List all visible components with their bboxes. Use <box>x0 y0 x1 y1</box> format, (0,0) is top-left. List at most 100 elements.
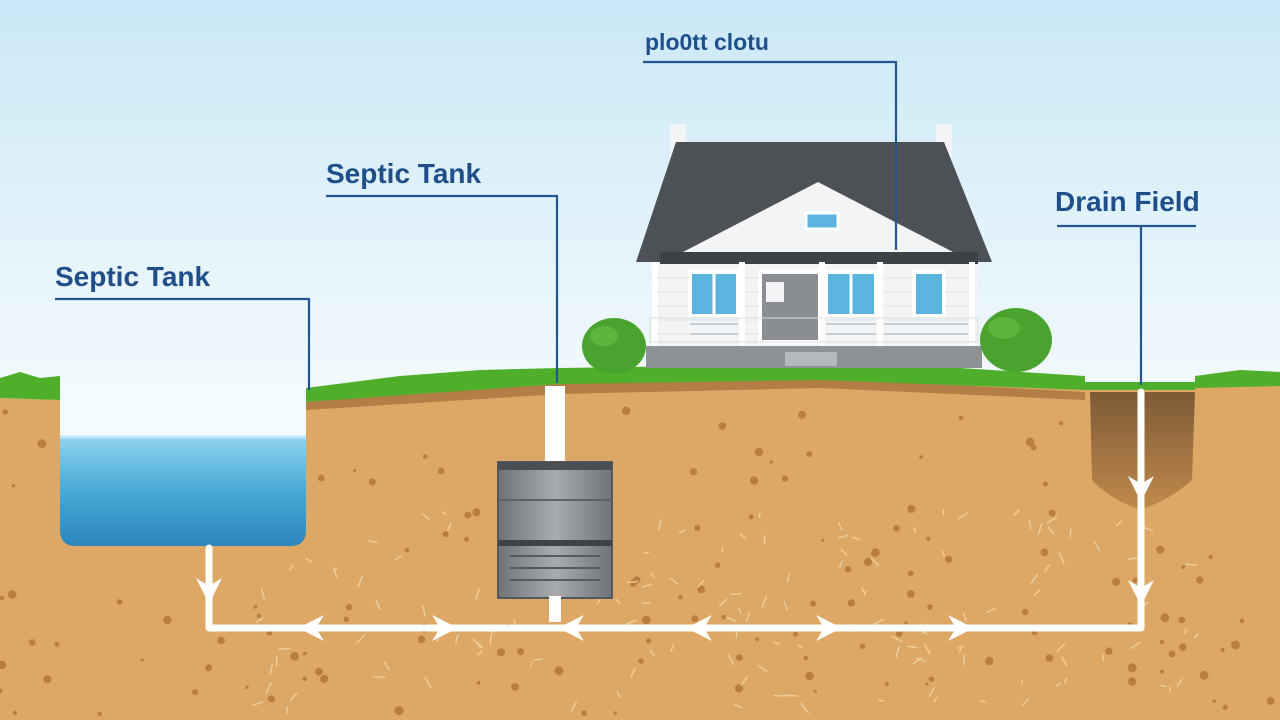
soil-speckle <box>806 451 813 457</box>
soil-speckle <box>925 682 929 686</box>
root-fiber <box>738 607 742 614</box>
soil-speckle <box>1168 650 1176 658</box>
label-septic-tank-left: Septic Tank <box>55 261 211 292</box>
soil-speckle <box>1179 643 1187 651</box>
soil-speckle <box>11 484 16 488</box>
chevron-arrow-icon <box>432 615 458 641</box>
chevron-arrow-icon <box>298 615 324 641</box>
soil-speckle <box>581 710 587 716</box>
soil-speckle <box>476 680 481 685</box>
flow-arrows <box>196 476 1154 641</box>
root-fiber <box>375 599 381 610</box>
soil-speckle <box>1160 613 1170 623</box>
root-fiber <box>740 676 748 686</box>
root-fiber <box>1033 589 1041 596</box>
root-fiber <box>783 601 788 611</box>
root-fiber <box>1055 682 1062 687</box>
soil-speckle <box>554 666 564 676</box>
soil-speckle <box>1196 576 1204 584</box>
root-fiber <box>839 560 843 569</box>
root-fiber <box>1115 520 1123 527</box>
root-fiber <box>475 588 480 600</box>
root-fiber <box>928 687 935 697</box>
soil-speckle <box>317 474 325 482</box>
label-drain-field: Drain Field <box>1055 186 1200 217</box>
root-fiber <box>786 572 791 583</box>
soil-speckle <box>315 667 323 676</box>
soil-speckle <box>496 648 506 657</box>
soil-speckle <box>691 615 699 623</box>
soil-speckle <box>798 411 806 419</box>
soil-speckle <box>0 688 3 694</box>
soil-speckle <box>1112 577 1121 586</box>
chevron-arrow-icon <box>558 615 584 641</box>
soil-speckle <box>1159 669 1165 674</box>
soil-speckle <box>303 651 307 656</box>
soil-speckle <box>1156 545 1165 554</box>
soil-speckle <box>1181 565 1186 569</box>
soil-speckle <box>718 422 727 430</box>
root-fiber <box>530 661 533 667</box>
root-fiber <box>957 645 964 650</box>
soil-speckle <box>734 684 744 693</box>
root-fiber <box>726 617 737 622</box>
soil-speckle <box>694 525 701 531</box>
pond-water <box>60 437 306 546</box>
root-fiber <box>615 598 621 604</box>
grass-strips <box>0 366 1280 402</box>
soil-speckle <box>678 595 683 600</box>
septic-tank <box>497 386 613 622</box>
soil-speckle <box>613 711 617 715</box>
soil-speckle <box>302 676 307 682</box>
root-fiber <box>962 612 968 622</box>
root-fiber <box>1129 641 1141 650</box>
soil-speckle <box>343 616 350 623</box>
root-fiber <box>333 567 338 573</box>
root-fiber <box>872 618 885 625</box>
root-fiber <box>1046 516 1058 524</box>
root-fiber <box>255 617 264 624</box>
soil-speckle <box>1128 677 1137 686</box>
root-fiber <box>1013 509 1020 517</box>
root-fiber <box>785 694 798 697</box>
soil-speckle <box>1105 647 1113 655</box>
soil-speckle <box>394 706 404 716</box>
soil-speckle <box>926 536 931 542</box>
root-fiber <box>289 564 294 571</box>
soil-speckle <box>192 689 199 696</box>
soil-speckle <box>945 555 953 563</box>
soil-speckle <box>919 455 924 459</box>
soil-speckle <box>245 685 249 689</box>
root-fiber <box>739 533 747 539</box>
root-fiber <box>838 522 843 532</box>
root-fiber <box>357 576 364 588</box>
root-fiber <box>895 645 900 658</box>
soil-speckle <box>821 538 825 543</box>
root-fiber <box>261 588 265 601</box>
soil-speckle <box>906 590 915 598</box>
soil-speckle <box>140 658 144 662</box>
root-fiber <box>394 555 402 561</box>
root-fiber <box>269 663 273 675</box>
soil-speckle <box>864 557 873 567</box>
soil-speckles <box>0 406 1275 716</box>
soil-speckle <box>859 643 866 649</box>
soil-speckle <box>755 637 760 641</box>
root-fiber <box>1061 656 1068 667</box>
soil-speckle <box>472 508 481 517</box>
soil-speckle <box>985 656 994 666</box>
soil-speckle <box>1159 639 1165 645</box>
soil-speckle <box>884 681 889 686</box>
soil-speckle <box>54 641 60 647</box>
root-fiber <box>616 690 621 699</box>
house <box>636 124 992 368</box>
root-fiber <box>800 702 809 714</box>
root-fiber <box>797 644 803 649</box>
root-fiber <box>733 703 743 709</box>
soil-speckle <box>1231 640 1240 650</box>
soil-speckle <box>12 710 17 716</box>
root-fiber <box>941 550 946 557</box>
label-top: plo0tt clotu <box>645 29 769 55</box>
root-fiber <box>641 583 652 588</box>
